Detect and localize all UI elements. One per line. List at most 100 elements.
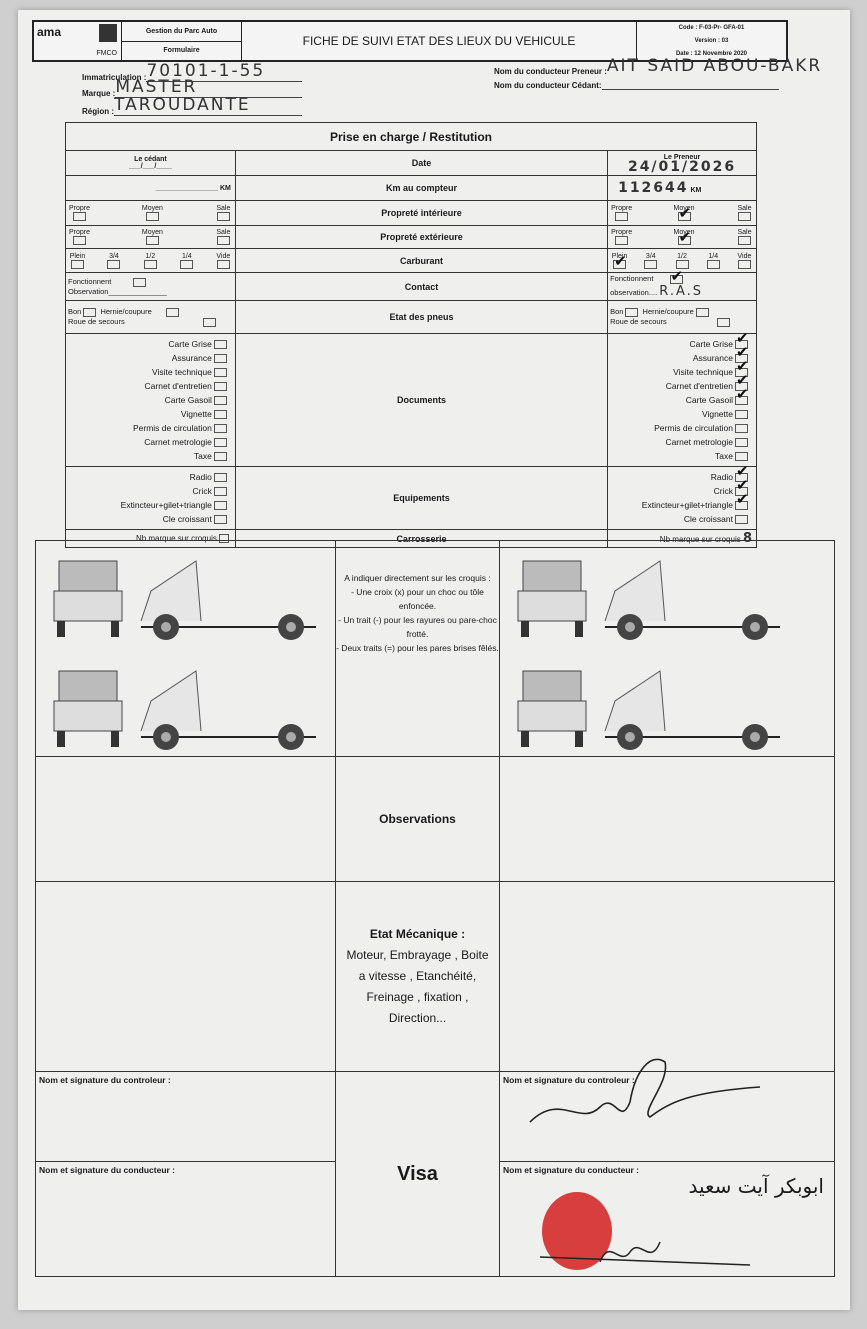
option-checkbox[interactable] bbox=[216, 259, 230, 269]
option-checkbox[interactable] bbox=[145, 236, 159, 245]
row-documents: Documents bbox=[234, 333, 609, 467]
option-checkbox[interactable] bbox=[145, 212, 159, 221]
item-checkbox[interactable] bbox=[735, 409, 748, 419]
option-checkbox[interactable] bbox=[615, 212, 629, 221]
item-checkbox[interactable] bbox=[213, 514, 227, 524]
item-checkbox[interactable] bbox=[213, 486, 227, 496]
van-side-view bbox=[140, 560, 202, 622]
bon-checkbox[interactable] bbox=[625, 308, 639, 317]
doc-code: Code : F-03-Pr- GFA-01 bbox=[678, 25, 745, 32]
option-label: Moyen bbox=[141, 229, 163, 236]
item-checkbox[interactable] bbox=[213, 353, 227, 363]
contact-observation[interactable]: R.A.S bbox=[659, 283, 704, 299]
controleur-signature-cedant[interactable]: Nom et signature du controleur : bbox=[35, 1071, 336, 1162]
option-label: Sale bbox=[737, 229, 752, 236]
item-checkbox[interactable] bbox=[213, 423, 227, 433]
observations-cedant[interactable] bbox=[35, 756, 336, 882]
item-checkbox[interactable] bbox=[735, 423, 748, 433]
row-contact: Contact bbox=[234, 272, 609, 301]
item-checkbox[interactable] bbox=[213, 395, 227, 405]
preneur-name-field[interactable]: AIT SAID ABOU-BAKR bbox=[606, 56, 823, 76]
item-checkbox[interactable] bbox=[735, 437, 748, 447]
option-checkbox[interactable] bbox=[180, 259, 194, 269]
option-checkbox[interactable] bbox=[143, 259, 157, 269]
list-item: Assurance bbox=[66, 351, 235, 365]
option-checkbox[interactable] bbox=[677, 204, 691, 222]
cedant-date[interactable]: ___/___/____ bbox=[129, 163, 172, 170]
mecanique-cedant[interactable] bbox=[35, 881, 336, 1072]
item-checkbox[interactable] bbox=[735, 388, 749, 405]
list-item: Carnet d'entretien bbox=[608, 374, 756, 393]
item-checkbox[interactable] bbox=[213, 437, 227, 447]
option-checkbox[interactable] bbox=[71, 259, 84, 269]
item-checkbox[interactable] bbox=[213, 367, 227, 377]
option-label: Propre bbox=[69, 229, 91, 236]
option-label: Plein bbox=[69, 252, 86, 260]
item-checkbox[interactable] bbox=[735, 493, 749, 510]
item-checkbox[interactable] bbox=[213, 500, 227, 510]
option-label: Propre bbox=[611, 229, 633, 236]
roue-checkbox[interactable] bbox=[716, 317, 730, 327]
list-item: Carte Gasoil bbox=[66, 393, 235, 407]
doc-type: Formulaire bbox=[163, 47, 200, 55]
roue-checkbox[interactable] bbox=[202, 317, 216, 327]
item-checkbox[interactable] bbox=[213, 409, 227, 419]
croquis-cedant[interactable] bbox=[35, 540, 336, 757]
hernie-checkbox[interactable] bbox=[165, 308, 179, 317]
option-checkbox[interactable] bbox=[706, 259, 720, 269]
croquis-preneur[interactable] bbox=[499, 540, 835, 757]
option-label: Propre bbox=[69, 205, 91, 212]
option-checkbox[interactable] bbox=[644, 259, 658, 269]
immatriculation-field[interactable]: 70101-1-55 bbox=[146, 61, 302, 82]
item-checkbox[interactable] bbox=[213, 339, 227, 349]
row-proprete-interieure: Propreté intérieure bbox=[234, 200, 609, 226]
lower-table: A indiquer directement sur les croquis :… bbox=[35, 540, 835, 1277]
option-checkbox[interactable] bbox=[737, 236, 751, 245]
option-label: Sale bbox=[737, 205, 752, 212]
option-label: Vide bbox=[737, 252, 752, 260]
mecanique-preneur[interactable] bbox=[499, 881, 835, 1072]
item-checkbox[interactable] bbox=[213, 451, 227, 461]
list-item: Carnet d'entretien bbox=[66, 379, 235, 393]
controleur-signature bbox=[529, 1058, 761, 1123]
conducteur-signature-preneur[interactable]: Nom et signature du conducteur :ابوبكر آ… bbox=[499, 1161, 835, 1277]
controleur-signature-preneur[interactable]: Nom et signature du controleur : bbox=[499, 1058, 835, 1162]
option-label: 1/2 bbox=[145, 252, 156, 260]
observations-preneur[interactable] bbox=[499, 756, 835, 882]
option-label: Moyen bbox=[141, 205, 163, 212]
option-checkbox[interactable] bbox=[73, 212, 86, 221]
option-checkbox[interactable] bbox=[107, 259, 121, 269]
option-checkbox[interactable] bbox=[615, 236, 629, 245]
option-checkbox[interactable] bbox=[216, 212, 230, 221]
conducteur-signature-cedant[interactable]: Nom et signature du conducteur : bbox=[35, 1161, 336, 1277]
option-checkbox[interactable] bbox=[73, 236, 86, 245]
item-checkbox[interactable] bbox=[735, 514, 748, 524]
option-label: Propre bbox=[611, 205, 633, 212]
bon-checkbox[interactable] bbox=[83, 308, 97, 317]
preneur-nb-marque[interactable]: 8 bbox=[742, 531, 754, 546]
preneur-date[interactable]: 24/01/2026 bbox=[627, 158, 737, 175]
option-checkbox[interactable] bbox=[737, 212, 751, 221]
option-checkbox[interactable] bbox=[677, 228, 691, 246]
item-checkbox[interactable] bbox=[213, 381, 227, 391]
dept-label: Gestion du Parc Auto bbox=[122, 22, 241, 42]
cedant-name-field[interactable] bbox=[601, 89, 779, 90]
hernie-checkbox[interactable] bbox=[695, 308, 709, 317]
fonctionnent-checkbox[interactable] bbox=[669, 267, 683, 285]
marque-field[interactable]: MASTER bbox=[115, 77, 302, 98]
option-checkbox[interactable] bbox=[216, 236, 230, 245]
fonctionnent-checkbox[interactable] bbox=[133, 277, 147, 287]
item-checkbox[interactable] bbox=[213, 472, 227, 482]
preneur-km[interactable]: 112644 bbox=[618, 180, 689, 196]
conducteur-arabic-signature: ابوبكر آيت سعيد bbox=[688, 1174, 824, 1198]
option-checkbox[interactable] bbox=[737, 259, 751, 269]
inspection-table: Prise en charge / Restitution Le cédant_… bbox=[65, 122, 757, 548]
option-checkbox[interactable] bbox=[613, 252, 627, 270]
observations-label: Observations bbox=[334, 756, 501, 882]
van-side-view bbox=[604, 670, 666, 732]
region-field[interactable]: TAROUDANTE bbox=[114, 95, 302, 116]
list-item: Radio bbox=[66, 470, 235, 484]
list-item: Visite technique bbox=[66, 365, 235, 379]
item-checkbox[interactable] bbox=[735, 451, 748, 461]
option-label: 1/4 bbox=[181, 252, 192, 260]
